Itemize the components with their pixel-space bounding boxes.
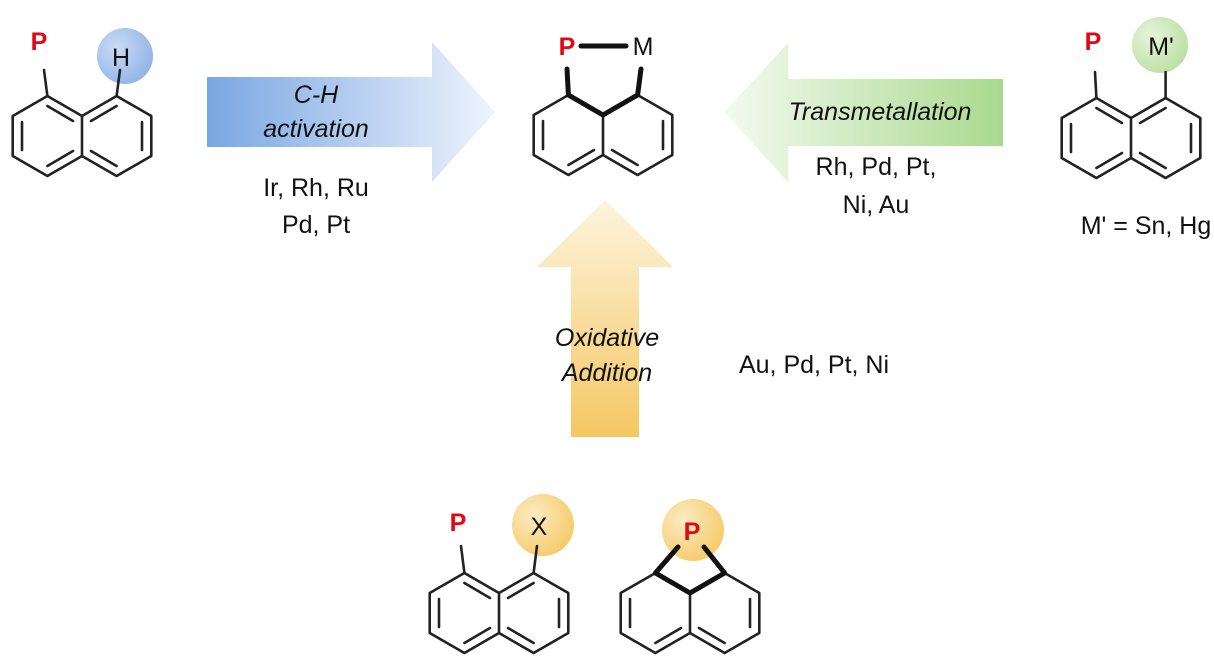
hydrogen-label: H (112, 44, 130, 72)
oxidative-addition-label-1: Oxidative (555, 324, 659, 352)
transmetallation-metals-1: Rh, Pd, Pt, (816, 153, 937, 181)
halogen-label: X (531, 513, 548, 541)
oxidative-addition-label-2: Addition (560, 359, 652, 387)
ch-activation-metals-1: Ir, Rh, Ru (263, 174, 369, 202)
phosphorus-label: P (1085, 28, 1102, 56)
naphthalene-ring (532, 66, 674, 177)
transmetallation-metals-2: Ni, Au (843, 191, 910, 219)
ch-activation-metals-2: Pd, Pt (282, 211, 350, 239)
metal-prime-highlight-circle (1132, 17, 1188, 73)
substrate-ch-activation: P H (11, 28, 153, 178)
naphthalene-ring (619, 544, 761, 655)
phosphorus-label: P (450, 509, 467, 537)
ch-activation-label-2: activation (263, 115, 369, 143)
phosphorus-label: P (684, 518, 701, 546)
ch-activation-arrow: C-H activation (207, 42, 495, 182)
phosphorus-label: P (559, 33, 576, 61)
metallacycle-product: P M (532, 33, 674, 177)
hydrogen-highlight-circle (97, 28, 153, 84)
phosphorus-label: P (31, 28, 48, 56)
halogen-highlight-circle (512, 494, 574, 556)
ch-activation-label-1: C-H (294, 81, 339, 109)
substrate-oxidative-addition-phosphetane: P (619, 499, 761, 655)
substrate-oxidative-addition-halide: P X (428, 494, 574, 655)
transmetallation-condition: M' = Sn, Hg (1081, 212, 1212, 240)
naphthalene-ring (11, 68, 153, 178)
substrate-transmetallation: P M' (1060, 17, 1202, 180)
naphthalene-ring (428, 544, 570, 655)
oxidative-addition-metals: Au, Pd, Pt, Ni (739, 351, 889, 379)
metal-prime-label: M' (1148, 33, 1174, 61)
transmetallation-label: Transmetallation (789, 98, 972, 126)
oxidative-addition-arrow: Oxidative Addition (537, 200, 673, 437)
transmetallation-arrow: Transmetallation (724, 43, 1003, 182)
metal-label: M (633, 33, 654, 61)
naphthalene-ring (1060, 70, 1202, 180)
